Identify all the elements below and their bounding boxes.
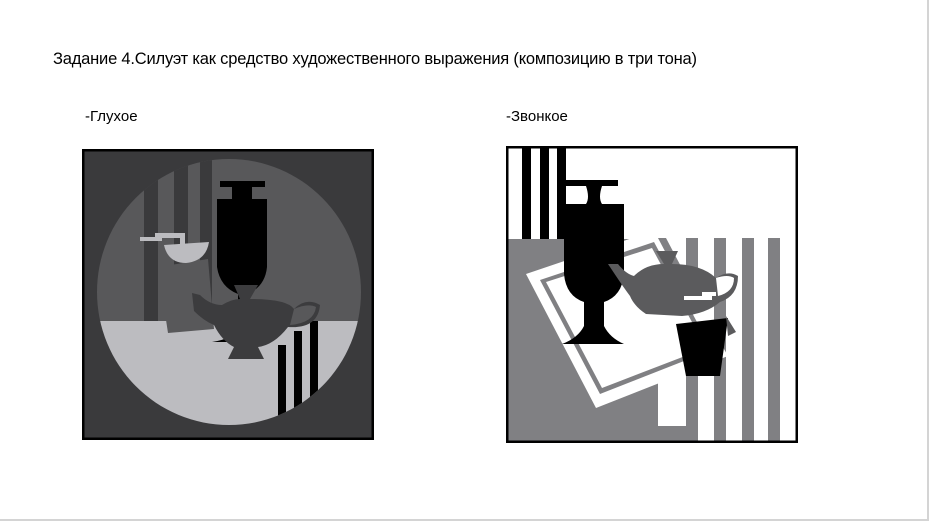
muted-variant-label: -Глухое [85,108,138,125]
ringing-variant-label: -Звонкое [506,108,568,125]
muted-still-life-image [82,149,374,440]
task-title: Задание 4.Силуэт как средство художестве… [53,50,697,68]
ringing-still-life-image [506,146,798,443]
